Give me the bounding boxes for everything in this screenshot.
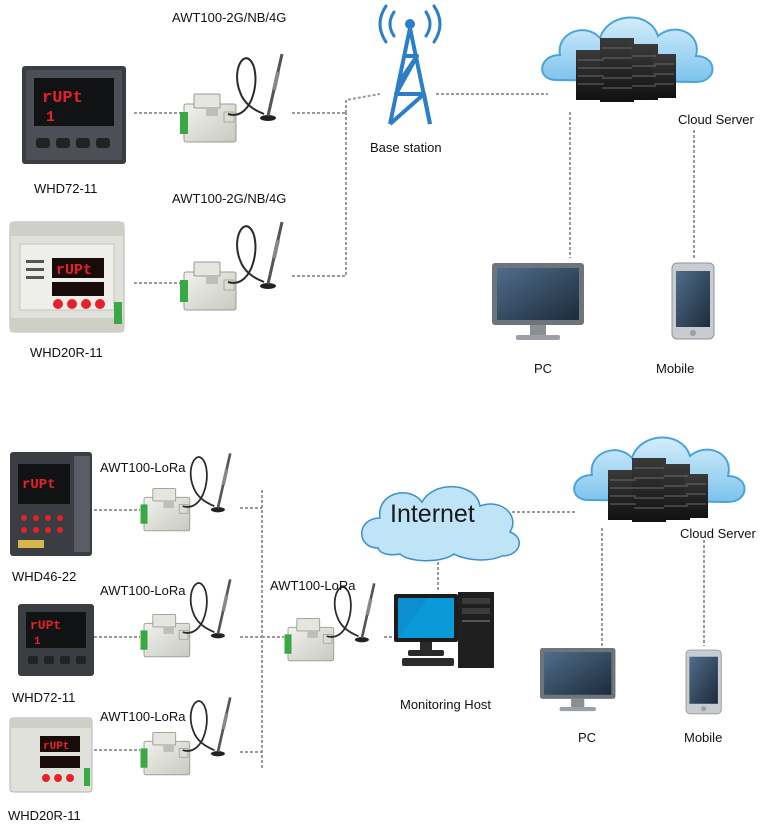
label-monitoring-host: Monitoring Host (400, 697, 492, 712)
label-meter-whd72-top: WHD72-11 (34, 181, 98, 196)
meter-whd46: rUPt (10, 452, 92, 556)
bottom-connections (94, 490, 705, 770)
link-module2-junction (292, 113, 347, 277)
cloud-server-icon-top (541, 16, 714, 103)
mobile-icon-top (671, 262, 715, 340)
meter-display-value: 1 (46, 109, 55, 126)
meter-display-text: rUPt (22, 477, 56, 493)
label-meter-whd20r-bottom: WHD20R-11 (8, 808, 81, 823)
label-pc-top: PC (534, 361, 553, 376)
meter-display-text: rUPt (56, 262, 92, 279)
meter-whd72-bottom: rUPt 1 (18, 604, 94, 676)
awt100-lora-gateway (282, 581, 376, 663)
meter-display-text: rUPt (30, 618, 61, 633)
meter-whd20r-bottom: rUPt (9, 717, 93, 793)
label-lora-2: AWT100-LoRa (100, 583, 186, 598)
pc-icon-bottom (540, 648, 616, 712)
awt100-4g-module-2 (178, 220, 284, 312)
internet-cloud (361, 486, 520, 562)
monitoring-host-icon (394, 592, 494, 668)
label-meter-whd46: WHD46-22 (12, 569, 77, 584)
mobile-icon-bottom (685, 649, 722, 715)
label-meter-whd20r-top: WHD20R-11 (30, 345, 103, 360)
meter-display-text: rUPt (43, 741, 69, 753)
label-cloud-server-bottom: Cloud Server (680, 526, 756, 541)
label-base-station: Base station (370, 140, 442, 155)
base-station-icon (378, 4, 442, 126)
label-lora-3: AWT100-LoRa (100, 709, 186, 724)
label-module-top-1: AWT100-2G/NB/4G (172, 10, 287, 25)
meter-whd20r-top: rUPt (9, 221, 125, 333)
awt100-4g-module-1 (178, 52, 284, 144)
cloud-server-icon-bottom (573, 436, 746, 523)
meter-display-text: rUPt (42, 89, 83, 108)
meter-whd72-top: rUPt 1 (22, 66, 126, 164)
label-cloud-server-top: Cloud Server (678, 112, 754, 127)
link-junction-basestation (345, 93, 381, 113)
label-lora-1: AWT100-LoRa (100, 460, 186, 475)
internet-label: Internet (390, 500, 475, 528)
label-pc-bottom: PC (578, 730, 597, 745)
meter-display-value: 1 (34, 636, 41, 648)
label-module-top-2: AWT100-2G/NB/4G (172, 191, 287, 206)
top-connections (134, 93, 695, 284)
pc-icon-top (492, 263, 584, 340)
label-lora-gateway: AWT100-LoRa (270, 578, 356, 593)
label-mobile-top: Mobile (656, 361, 695, 376)
label-meter-whd72-bottom: WHD72-11 (12, 690, 76, 705)
label-mobile-bottom: Mobile (684, 730, 723, 745)
